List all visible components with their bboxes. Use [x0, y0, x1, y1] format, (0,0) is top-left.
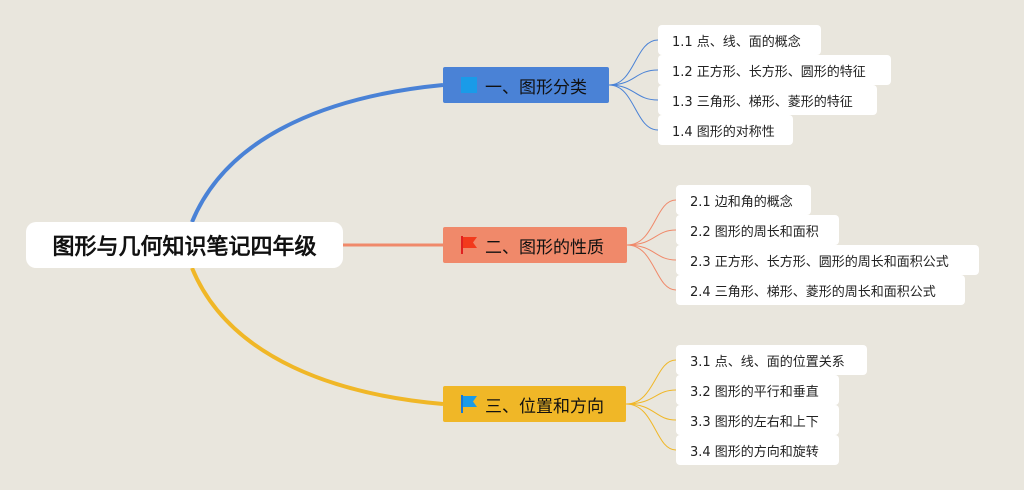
blue-square-flag-icon	[461, 77, 477, 93]
connector-leaf-3-1	[625, 359, 677, 405]
leaf-topic[interactable]: 2.2 图形的周长和面积	[676, 215, 839, 245]
connector-leaf-2-3	[626, 244, 677, 261]
connector-root-branch-3	[190, 267, 444, 406]
leaf-topic[interactable]: 2.4 三角形、梯形、菱形的周长和面积公式	[676, 275, 965, 305]
branch-topic-1[interactable]: 一、图形分类	[443, 67, 609, 103]
leaf-topic[interactable]: 1.3 三角形、梯形、菱形的特征	[658, 85, 877, 115]
branch-label: 二、图形的性质	[485, 237, 604, 258]
blue-flag-icon	[461, 395, 477, 413]
connector-leaf-1-4	[608, 84, 659, 131]
connector-leaf-2-4	[626, 244, 677, 291]
root-topic[interactable]: 图形与几何知识笔记四年级	[26, 222, 343, 268]
connector-leaf-1-2	[608, 69, 659, 86]
connector-leaf-3-4	[625, 403, 677, 451]
branch-topic-2[interactable]: 二、图形的性质	[443, 227, 627, 263]
leaf-topic[interactable]: 1.4 图形的对称性	[658, 115, 793, 145]
connector-root-branch-1	[190, 83, 444, 223]
leaf-topic[interactable]: 2.3 正方形、长方形、圆形的周长和面积公式	[676, 245, 979, 275]
connector-leaf-3-2	[625, 389, 677, 405]
branch-topic-3[interactable]: 三、位置和方向	[443, 386, 626, 422]
branch-label: 三、位置和方向	[485, 396, 604, 417]
connector-leaf-2-1	[626, 199, 677, 246]
connector-leaf-2-2	[626, 229, 677, 246]
connector-leaf-3-3	[625, 403, 677, 421]
connector-leaf-1-1	[608, 39, 659, 86]
leaf-topic[interactable]: 1.1 点、线、面的概念	[658, 25, 821, 55]
leaf-topic[interactable]: 3.4 图形的方向和旋转	[676, 435, 839, 465]
connector-leaf-1-3	[608, 84, 659, 101]
leaf-topic[interactable]: 3.1 点、线、面的位置关系	[676, 345, 867, 375]
leaf-topic[interactable]: 2.1 边和角的概念	[676, 185, 811, 215]
leaf-topic[interactable]: 1.2 正方形、长方形、圆形的特征	[658, 55, 891, 85]
leaf-topic[interactable]: 3.3 图形的左右和上下	[676, 405, 839, 435]
leaf-topic[interactable]: 3.2 图形的平行和垂直	[676, 375, 839, 405]
branch-label: 一、图形分类	[485, 77, 587, 98]
red-flag-icon	[461, 236, 477, 254]
